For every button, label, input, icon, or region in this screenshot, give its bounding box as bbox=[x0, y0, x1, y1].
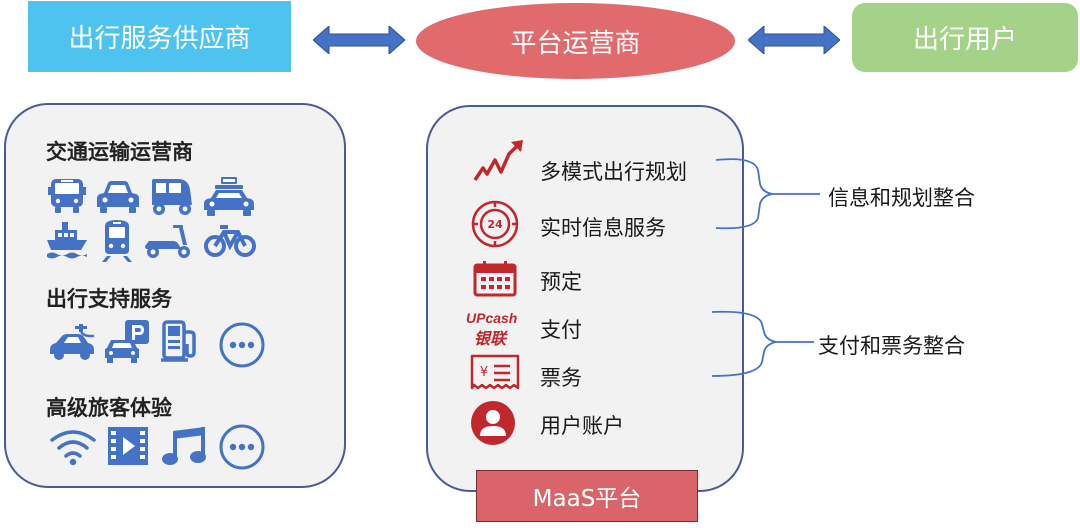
section-title-transport: 交通运输运营商 bbox=[46, 140, 193, 164]
unionpay-icon-text-bottom: 银联 bbox=[474, 329, 507, 348]
taxi-icon bbox=[203, 176, 255, 218]
wifi-icon bbox=[49, 428, 97, 466]
double-arrow-left bbox=[313, 26, 405, 54]
more-icon-experience[interactable] bbox=[218, 423, 266, 471]
unionpay-icon-text-top: UPcash bbox=[466, 310, 518, 326]
item-label-payment: 支付 bbox=[540, 318, 582, 342]
more-icon-support[interactable] bbox=[218, 321, 266, 369]
ship-icon bbox=[45, 220, 89, 260]
section-title-experience: 高级旅客体验 bbox=[46, 396, 172, 420]
item-label-realtime: 实时信息服务 bbox=[540, 216, 666, 240]
item-label-ticketing: 票务 bbox=[540, 366, 582, 390]
maas-platform-tab: MaaS平台 bbox=[476, 470, 698, 522]
brace-payment-ticketing bbox=[711, 310, 814, 377]
calendar-icon bbox=[473, 261, 517, 297]
trend-arrow-icon bbox=[473, 140, 525, 184]
24h-clock-icon: 24 bbox=[470, 199, 520, 249]
item-label-planning: 多模式出行规划 bbox=[540, 160, 687, 184]
item-label-account: 用户账户 bbox=[540, 414, 624, 438]
brace-info-planning bbox=[715, 158, 820, 230]
scooter-icon bbox=[143, 223, 193, 259]
video-icon bbox=[106, 425, 150, 467]
unionpay-icon: UPcash 银联 bbox=[466, 310, 522, 348]
maas-platform-label: MaaS平台 bbox=[532, 486, 642, 512]
platform-label: 平台运营商 bbox=[510, 28, 641, 59]
bicycle-icon bbox=[204, 222, 256, 258]
ev-charging-icon bbox=[46, 322, 98, 364]
user-icon bbox=[470, 400, 516, 446]
group-label-info: 信息和规划整合 bbox=[828, 186, 975, 210]
tuk-tuk-icon bbox=[148, 177, 194, 217]
users-box: 出行用户 bbox=[852, 3, 1078, 72]
supplier-box: 出行服务供应商 bbox=[28, 1, 291, 72]
operators-panel bbox=[4, 103, 346, 488]
parking-icon bbox=[103, 318, 153, 364]
platform-ellipse: 平台运营商 bbox=[416, 3, 735, 79]
car-icon bbox=[96, 179, 140, 215]
section-title-support: 出行支持服务 bbox=[46, 287, 172, 311]
svg-text:24: 24 bbox=[487, 218, 503, 231]
item-label-booking: 预定 bbox=[540, 270, 582, 294]
fuel-pump-icon bbox=[160, 318, 200, 364]
users-label: 出行用户 bbox=[912, 25, 1017, 55]
train-icon bbox=[100, 218, 134, 262]
bus-icon bbox=[47, 177, 87, 215]
svg-text:¥: ¥ bbox=[480, 365, 488, 380]
group-label-payment: 支付和票务整合 bbox=[818, 334, 965, 358]
double-arrow-right bbox=[748, 26, 840, 54]
music-icon bbox=[161, 425, 207, 467]
supplier-label: 出行服务供应商 bbox=[68, 24, 251, 54]
ticket-icon: ¥ bbox=[470, 354, 520, 392]
